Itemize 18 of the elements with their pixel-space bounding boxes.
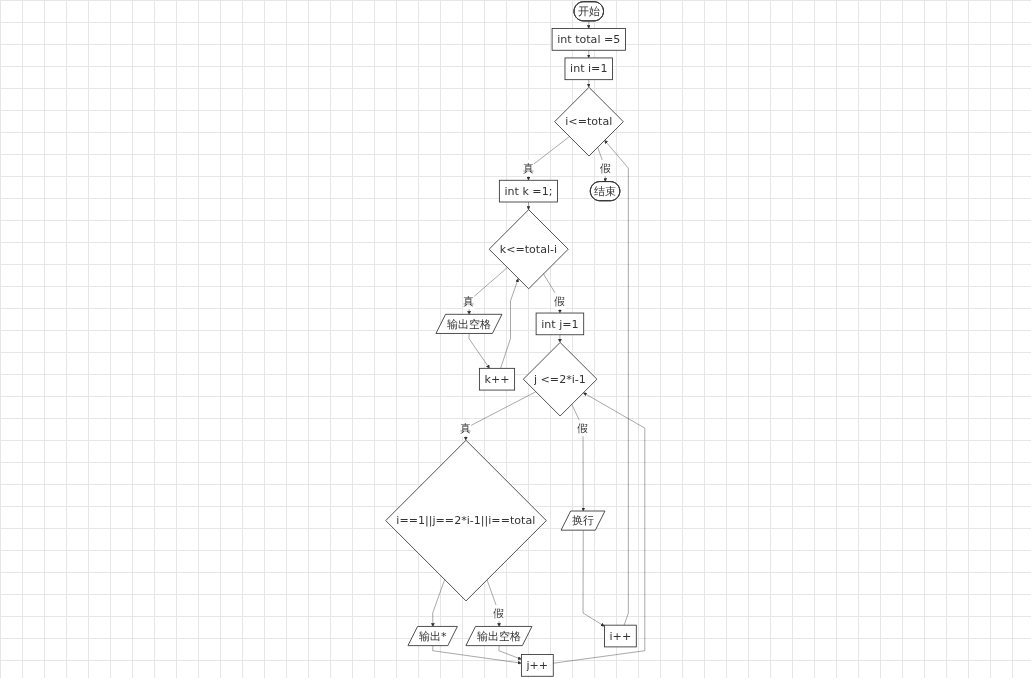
node-diamond: j <=2*i-1 [523,342,598,417]
node-box: i++ [604,624,637,648]
node-box: int k =1; [499,179,559,203]
edge-label: 假 [493,606,505,620]
node-box: j++ [521,654,554,677]
node-box: int j=1 [535,312,585,336]
edge-label: 假 [577,421,589,435]
edge-label: 假 [599,161,611,175]
node-diamond: k<=total-i [488,209,569,290]
edge-label: 真 [460,421,472,435]
node-box: k++ [479,367,516,391]
node-box: int total =5 [551,28,627,51]
edge-label: 真 [463,294,475,308]
node-diamond: i<=total [554,86,624,157]
edge-label: 真 [523,161,535,175]
node-diamond: i==1||j==2*i-1||i==total [385,439,547,602]
node-box: int i=1 [564,57,614,81]
edge-label: 假 [554,294,566,308]
